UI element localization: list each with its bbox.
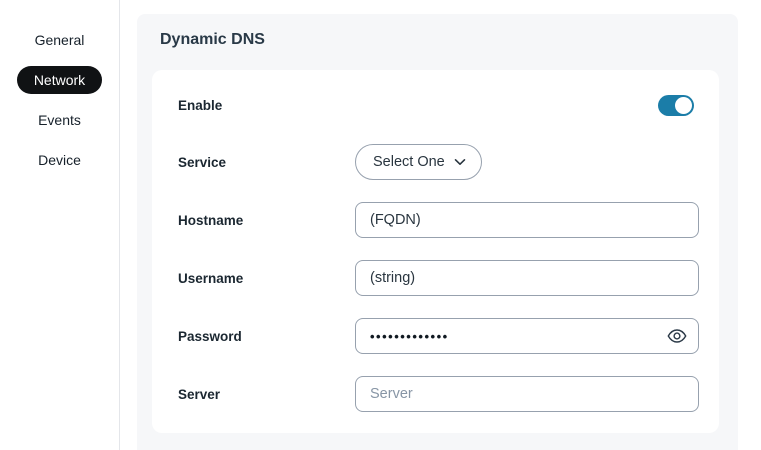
sidebar-item-device[interactable]: Device — [38, 140, 81, 180]
enable-row: Enable — [178, 88, 698, 122]
enable-toggle[interactable] — [658, 94, 694, 116]
hostname-input[interactable] — [355, 202, 699, 238]
service-selected-value: Select One — [373, 154, 445, 170]
username-row: Username — [178, 260, 699, 296]
service-select[interactable]: Select One — [355, 144, 482, 180]
server-label: Server — [178, 386, 221, 402]
hostname-label: Hostname — [178, 212, 244, 228]
service-row: Service Select One — [178, 144, 698, 180]
sidebar: General Network Events Device — [0, 0, 120, 450]
sidebar-item-label: General — [34, 32, 85, 48]
sidebar-item-label: Events — [38, 112, 81, 128]
sidebar-item-label-active: Network — [16, 66, 103, 94]
dynamic-dns-panel: Dynamic DNS Enable Service Select One — [137, 14, 738, 450]
password-input[interactable] — [355, 318, 699, 354]
enable-label: Enable — [178, 97, 223, 113]
username-input[interactable] — [355, 260, 699, 296]
sidebar-item-events[interactable]: Events — [38, 100, 81, 140]
password-visibility-button[interactable] — [666, 325, 688, 347]
dynamic-dns-card: Enable Service Select One — [152, 70, 719, 433]
page-title: Dynamic DNS — [160, 31, 265, 48]
sidebar-item-general[interactable]: General — [35, 20, 85, 60]
server-input[interactable] — [355, 376, 699, 412]
eye-icon — [667, 329, 687, 343]
hostname-row: Hostname — [178, 202, 699, 238]
server-row: Server — [178, 376, 699, 412]
service-label: Service — [178, 154, 227, 170]
username-label: Username — [178, 270, 244, 286]
sidebar-item-label: Device — [38, 152, 81, 168]
password-row: Password — [178, 318, 699, 354]
toggle-knob — [675, 96, 692, 114]
sidebar-item-network[interactable]: Network — [16, 60, 103, 100]
chevron-down-icon — [454, 158, 466, 166]
password-label: Password — [178, 328, 242, 344]
